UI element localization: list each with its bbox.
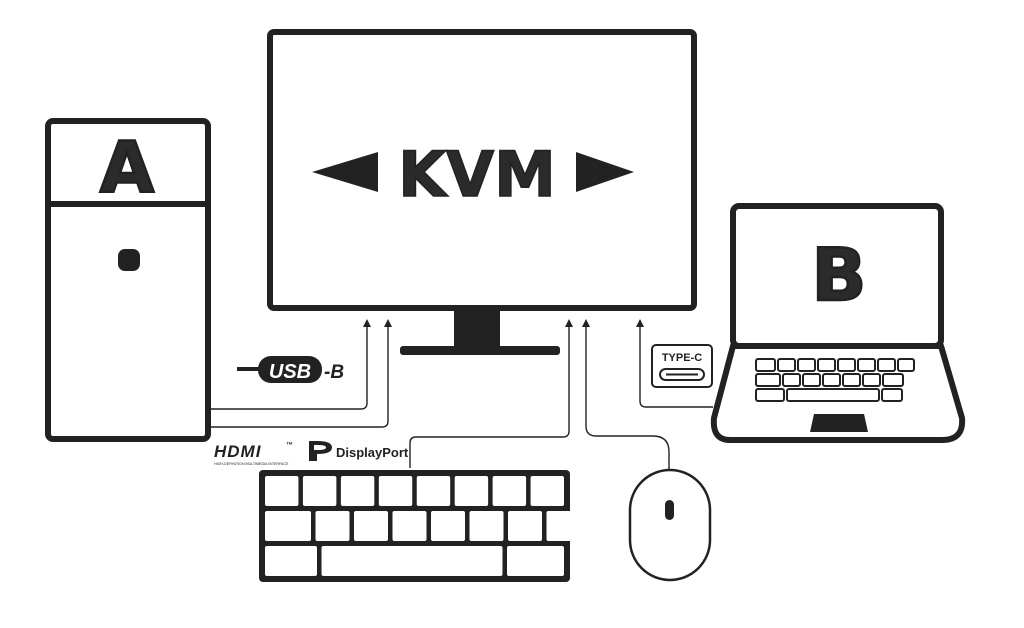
key (321, 546, 503, 576)
hdmi-tm: ™ (286, 442, 293, 449)
key (782, 373, 801, 387)
computer-b: B (710, 203, 966, 443)
hdmi-logo: HDMI ™ HIGH-DEFINITION MULTIMEDIA INTERF… (214, 442, 293, 466)
key (302, 476, 337, 506)
tower-case (45, 118, 211, 442)
key (882, 373, 904, 387)
arrow-up-icon (582, 319, 590, 327)
key (354, 511, 388, 541)
key (454, 476, 489, 506)
arrow-right-icon (576, 152, 634, 192)
cable-keyboard (409, 324, 570, 468)
key (507, 546, 564, 576)
usb-b-badge (258, 356, 322, 383)
usb-b-logo: USB -B (237, 356, 344, 383)
key (897, 358, 915, 372)
laptop-touchpad (810, 414, 868, 432)
key (817, 358, 836, 372)
computer-a: A (45, 118, 211, 442)
key (265, 511, 311, 541)
key (492, 476, 527, 506)
computer-a-label: A (100, 127, 154, 209)
cable-type-c (639, 324, 713, 408)
keyboard-keys (265, 476, 583, 576)
mouse (628, 468, 712, 582)
key (877, 358, 896, 372)
key (755, 373, 781, 387)
key (416, 476, 451, 506)
key (797, 358, 816, 372)
monitor-screen (267, 29, 697, 311)
arrow-left-icon (312, 152, 378, 192)
cable-mouse (585, 324, 670, 470)
key (530, 476, 564, 506)
key (265, 476, 299, 506)
key (857, 358, 876, 372)
type-c-label: TYPE-C (662, 352, 702, 364)
key (431, 511, 465, 541)
key (777, 358, 796, 372)
hdmi-subtitle: HIGH-DEFINITION MULTIMEDIA INTERFACE (214, 462, 289, 466)
key (837, 358, 856, 372)
computer-b-label: B (812, 233, 867, 317)
monitor: KVM (267, 29, 697, 355)
mouse-wheel (665, 500, 674, 520)
key (822, 373, 841, 387)
displayport-logo: DisplayPort (309, 441, 409, 461)
arrow-up-icon (565, 319, 573, 327)
key (508, 511, 542, 541)
type-c-badge: TYPE-C (651, 344, 713, 388)
type-c-frame (651, 344, 713, 388)
keyboard (259, 470, 583, 582)
monitor-neck (454, 310, 500, 348)
arrow-up-icon (363, 319, 371, 327)
displayport-logo-icon (309, 441, 332, 461)
key (265, 546, 317, 576)
key (392, 511, 427, 541)
key (786, 388, 880, 402)
power-button-icon (118, 249, 140, 271)
monitor-base (400, 346, 560, 355)
cables (210, 324, 713, 470)
cable-hdmi-displayport (210, 324, 389, 428)
cable-arrowheads (363, 319, 644, 327)
hdmi-label: HDMI (214, 442, 262, 461)
key (315, 511, 350, 541)
monitor-label: KVM (398, 138, 556, 211)
key (802, 373, 821, 387)
usb-b-suffix: -B (324, 362, 344, 383)
key (469, 511, 504, 541)
key (378, 476, 413, 506)
key (755, 388, 785, 402)
key (546, 511, 583, 541)
usb-b-label: USB (269, 361, 311, 383)
displayport-label: DisplayPort (336, 445, 409, 460)
usb-c-port-icon (659, 368, 705, 381)
key (842, 373, 861, 387)
key (862, 373, 881, 387)
arrow-up-icon (384, 319, 392, 327)
cable-usb-b (210, 324, 368, 410)
arrow-up-icon (636, 319, 644, 327)
key (881, 388, 903, 402)
key (755, 358, 776, 372)
key (340, 476, 375, 506)
mouse-body (628, 468, 712, 582)
laptop-keyboard (755, 358, 915, 402)
